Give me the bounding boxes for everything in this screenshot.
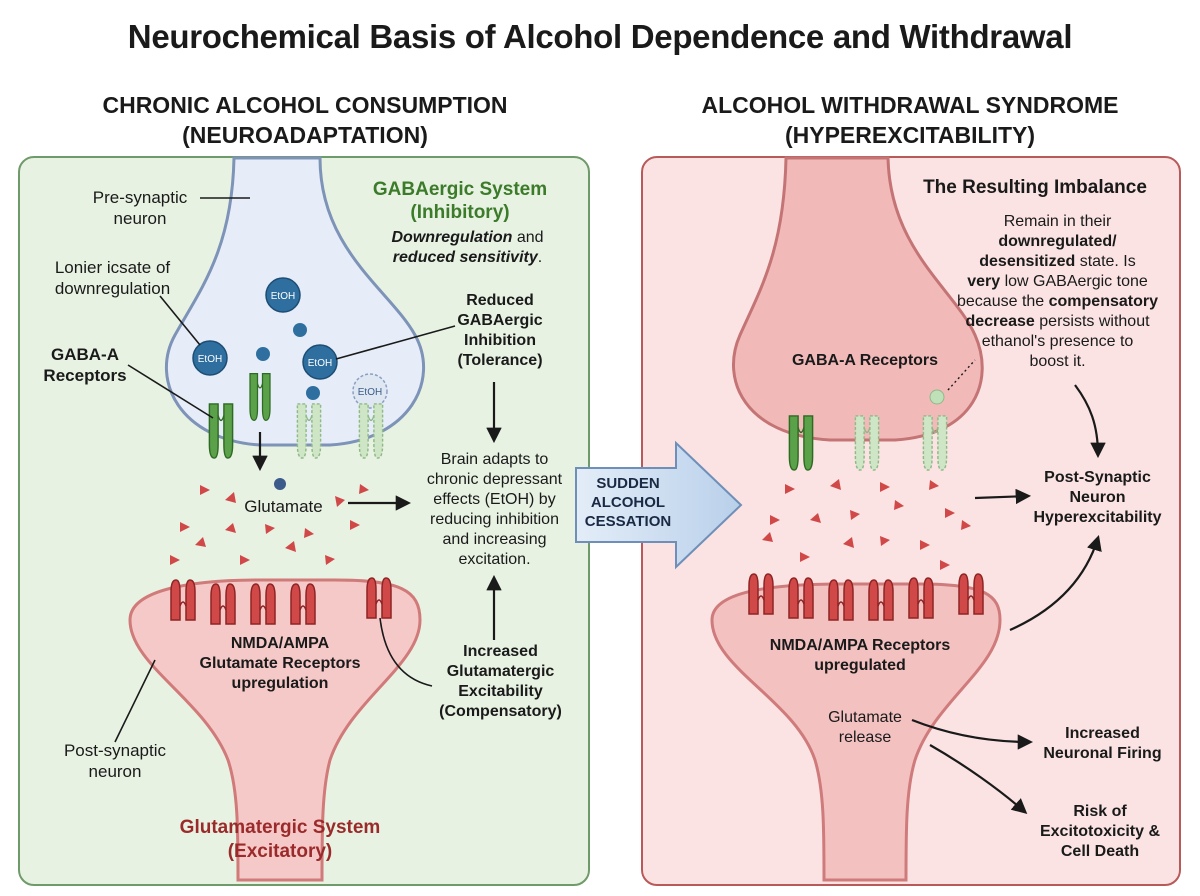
left-heading-line2: (NEUROADAPTATION) bbox=[182, 122, 428, 148]
svg-text:EtOH: EtOH bbox=[308, 358, 332, 369]
nmda-ampa-upregulated-label: NMDA/AMPA Receptors upregulated bbox=[769, 637, 951, 674]
flow-arrows-right bbox=[911, 384, 1106, 815]
presynaptic-label: Pre-synaptic neuron bbox=[92, 188, 188, 228]
hyperexcitability-label: Post-Synaptic Neuron Hyperexcitability bbox=[1033, 469, 1162, 526]
gaba-a-receptors-label: GABA-A Receptors bbox=[43, 345, 127, 385]
imbalance-title: The Resulting Imbalance bbox=[923, 177, 1147, 198]
svg-text:EtOH: EtOH bbox=[271, 291, 295, 302]
right-heading-line1: ALCOHOL WITHDRAWAL SYNDROME bbox=[701, 92, 1119, 118]
brain-adapts-label: Brain adapts to chronic depressant effec… bbox=[426, 451, 563, 568]
postsynaptic-label: Post-synaptic neuron bbox=[63, 741, 167, 781]
excitotoxicity-label: Risk of Excitotoxicity & Cell Death bbox=[1039, 803, 1161, 860]
glutamate-molecules bbox=[762, 479, 971, 570]
etoh-molecule: EtOH bbox=[302, 344, 338, 380]
left-heading-line1: CHRONIC ALCOHOL CONSUMPTION bbox=[102, 92, 508, 118]
svg-text:EtOH: EtOH bbox=[198, 354, 222, 365]
downregulation-rate-label: Lonier icsate of downregulation bbox=[54, 258, 171, 298]
reduced-inhibition-label: Reduced GABAergic Inhibition (Tolerance) bbox=[457, 292, 543, 369]
vesicle bbox=[274, 478, 286, 490]
presynaptic-terminal-withdrawal bbox=[731, 156, 984, 442]
vesicle bbox=[929, 389, 945, 405]
right-heading-line2: (HYPEREXCITABILITY) bbox=[784, 122, 1036, 148]
glutamate-molecules bbox=[170, 484, 369, 565]
postsynaptic-neuron bbox=[128, 578, 422, 882]
svg-text:EtOH: EtOH bbox=[358, 387, 382, 398]
neuronal-firing-label: Increased Neuronal Firing bbox=[1043, 725, 1162, 762]
imbalance-note: Remain in their downregulated/ desensiti… bbox=[957, 213, 1158, 370]
glutamate-label: Glutamate bbox=[244, 497, 323, 516]
dotted-leader bbox=[947, 359, 976, 391]
flow-arrows bbox=[252, 382, 502, 640]
leader-lines bbox=[114, 197, 456, 743]
nmda-ampa-label: NMDA/AMPA Glutamate Receptors upregulati… bbox=[199, 635, 361, 692]
postsynaptic-neuron-withdrawal bbox=[710, 582, 1002, 882]
glutamate-release-label: Glutamate release bbox=[828, 709, 902, 746]
right-heading: ALCOHOL WITHDRAWAL SYNDROME (HYPEREXCITA… bbox=[640, 90, 1180, 150]
etoh-molecule: EtOH bbox=[192, 340, 228, 376]
vesicle bbox=[256, 347, 270, 361]
downregulation-note: Downregulation and reduced sensitivity. bbox=[391, 229, 544, 266]
increased-glutamatergic-label: Increased Glutamatergic Excitability (Co… bbox=[439, 643, 562, 720]
gabaergic-system-label: GABAergic System (Inhibitory) bbox=[372, 179, 548, 223]
glutamatergic-system-label: Glutamatergic System (Excitatory) bbox=[179, 817, 381, 862]
gaba-a-receptors-label-right: GABA-A Receptors bbox=[791, 352, 939, 369]
vesicle bbox=[293, 323, 307, 337]
left-heading: CHRONIC ALCOHOL CONSUMPTION (NEUROADAPTA… bbox=[20, 90, 590, 150]
etoh-molecule-faded: EtOH bbox=[352, 373, 388, 409]
vesicle bbox=[306, 386, 320, 400]
page-title: Neurochemical Basis of Alcohol Dependenc… bbox=[127, 18, 1073, 55]
etoh-molecule: EtOH bbox=[265, 277, 301, 313]
cessation-arrow-label: SUDDEN ALCOHOL CESSATION bbox=[584, 475, 672, 530]
cessation-arrow bbox=[575, 440, 743, 570]
